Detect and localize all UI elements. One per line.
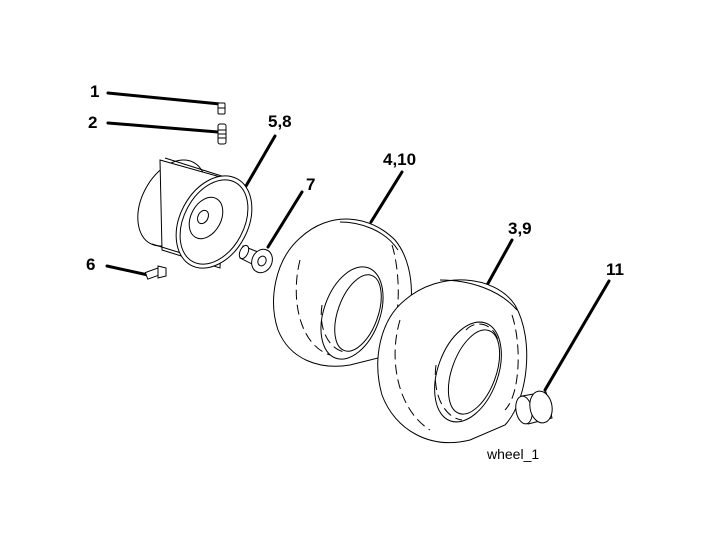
valve-stem xyxy=(217,123,227,145)
leader-line-6 xyxy=(105,264,150,277)
leader-line-5-8 xyxy=(244,134,277,188)
bushing xyxy=(238,244,273,274)
leader-line-1 xyxy=(106,91,222,106)
leader-line-7 xyxy=(266,190,304,249)
callout-3-9: 3,9 xyxy=(508,219,532,238)
leader-line-2 xyxy=(106,121,220,134)
callout-5-8: 5,8 xyxy=(268,112,292,131)
leader-line-4-10 xyxy=(369,170,404,224)
leader-line-11 xyxy=(543,279,611,392)
leader-line-3-9 xyxy=(484,238,514,289)
callout-labels: 1 2 5,8 4,10 7 3,9 6 11 xyxy=(86,82,624,279)
callout-7: 7 xyxy=(306,175,315,194)
rear-tire xyxy=(377,279,528,444)
valve-cap xyxy=(217,102,226,115)
callout-2: 2 xyxy=(88,113,97,132)
leader-lines xyxy=(105,91,611,392)
callout-1: 1 xyxy=(90,82,99,101)
callout-4-10: 4,10 xyxy=(383,150,416,169)
diagram-caption: wheel_1 xyxy=(486,446,539,462)
hub-cap xyxy=(515,390,553,425)
callout-6: 6 xyxy=(86,255,95,274)
wheel-rim xyxy=(137,157,253,269)
callout-11: 11 xyxy=(606,260,624,279)
front-tire xyxy=(273,218,412,367)
bolt xyxy=(144,265,167,280)
